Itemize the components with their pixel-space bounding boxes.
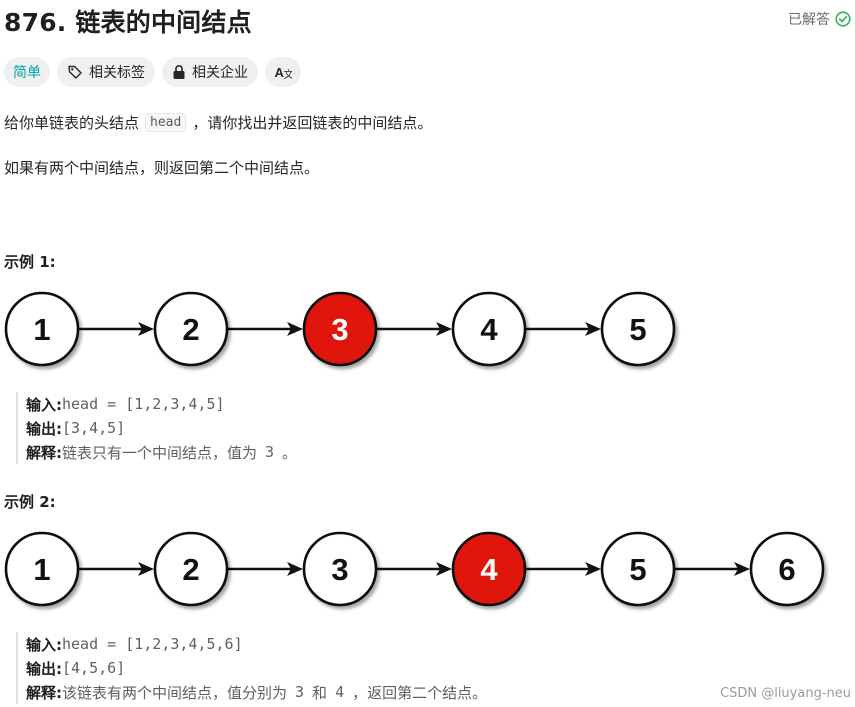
input-value: head = [1,2,3,4,5] [62,395,225,413]
difficulty-badge[interactable]: 简单 [4,57,50,87]
list-node-value: 2 [182,312,199,347]
list-node-value: 3 [331,552,348,587]
example-1-title: 示例 1: [4,253,56,271]
explanation-label: 解释: [26,443,62,462]
example-2-io-block: 输入: head = [1,2,3,4,5,6] 输出: [4,5,6] 解释:… [16,632,487,704]
explanation-value-2: 4 [335,683,345,701]
list-node [451,291,527,367]
arrow-head [585,562,601,576]
explanation-value: 3 [265,443,275,461]
solved-status[interactable]: 已解答 [788,9,851,29]
list-node-value: 1 [33,552,50,587]
explanation-text-end: ，返回第二个结点。 [352,683,488,702]
arrow-head [585,322,601,336]
description-paragraph-1: 给你单链表的头结点 head ，请你找出并返回链表的中间结点。 [4,112,432,133]
example-1-linked-list-diagram: 1 2 3 4 5 [4,291,676,367]
arrow-head [734,562,750,576]
example-2-linked-list-diagram: 1 2 3 4 5 6 [4,531,825,607]
description-text: 给你单链表的头结点 [4,114,140,132]
arrow-head [138,562,154,576]
arrow-head [287,562,303,576]
output-value: [3,4,5] [62,419,126,437]
input-label: 输入: [26,635,62,654]
related-topics-button[interactable]: 相关标签 [57,57,155,87]
svg-text:文: 文 [284,68,293,80]
list-node-middle [451,531,527,607]
list-node [4,291,80,367]
explanation-label: 解释: [26,683,62,702]
list-node-value: 5 [629,552,646,587]
list-node-value: 4 [480,312,498,347]
list-node [749,531,825,607]
description-paragraph-2: 如果有两个中间结点，则返回第二个中间结点。 [4,159,320,177]
example-2-explanation-line: 解释: 该链表有两个中间结点，值分别为 3 和 4 ，返回第二个结点。 [26,680,487,704]
difficulty-label: 简单 [13,65,41,81]
list-node [4,531,80,607]
example-1-explanation-line: 解释: 链表只有一个中间结点，值为 3 。 [26,440,297,464]
arrow-head [287,322,303,336]
list-node [600,531,676,607]
output-label: 输出: [26,419,62,438]
explanation-text: 链表只有一个中间结点，值为 [62,443,258,462]
check-circle-icon [835,11,851,27]
explanation-text: 该链表有两个中间结点，值分别为 [62,683,288,702]
input-label: 输入: [26,395,62,414]
list-node [153,531,229,607]
output-value: [4,5,6] [62,659,126,677]
list-node [302,531,378,607]
explanation-value-1: 3 [295,683,305,701]
output-label: 输出: [26,659,62,678]
tag-bar: 简单 相关标签 相关企业 A 文 [4,57,301,87]
example-1-input-line: 输入: head = [1,2,3,4,5] [26,392,297,416]
example-2-output-line: 输出: [4,5,6] [26,656,487,680]
watermark: CSDN @liuyang-neu [720,686,851,701]
list-node-value: 3 [331,312,348,347]
description-text: ，请你找出并返回链表的中间结点。 [192,114,433,132]
related-companies-button[interactable]: 相关企业 [162,57,258,87]
list-node-middle [302,291,378,367]
inline-code-head: head [145,113,187,132]
explanation-text-and: 和 [312,683,328,702]
list-node-value: 5 [629,312,646,347]
list-node-value: 6 [778,552,795,587]
example-2-title: 示例 2: [4,493,56,511]
list-node [600,291,676,367]
list-node-value: 4 [480,552,498,587]
problem-title: 876. 链表的中间结点 [4,8,252,37]
explanation-text-end: 。 [282,443,298,462]
list-node-value: 1 [33,312,50,347]
arrow-head [138,322,154,336]
list-node [153,291,229,367]
arrow-head [436,562,452,576]
translate-button[interactable]: A 文 [265,57,301,87]
example-2-input-line: 输入: head = [1,2,3,4,5,6] [26,632,487,656]
input-value: head = [1,2,3,4,5,6] [62,635,243,653]
list-node-value: 2 [182,552,199,587]
related-companies-label: 相关企业 [192,65,248,81]
example-1-io-block: 输入: head = [1,2,3,4,5] 输出: [3,4,5] 解释: 链… [16,392,297,464]
arrow-head [436,322,452,336]
solved-status-label: 已解答 [788,12,830,28]
svg-text:A: A [275,65,285,80]
example-1-output-line: 输出: [3,4,5] [26,416,297,440]
related-topics-label: 相关标签 [89,65,145,81]
tag-icon [67,64,83,80]
translate-icon: A 文 [274,64,293,80]
lock-icon [172,64,186,80]
